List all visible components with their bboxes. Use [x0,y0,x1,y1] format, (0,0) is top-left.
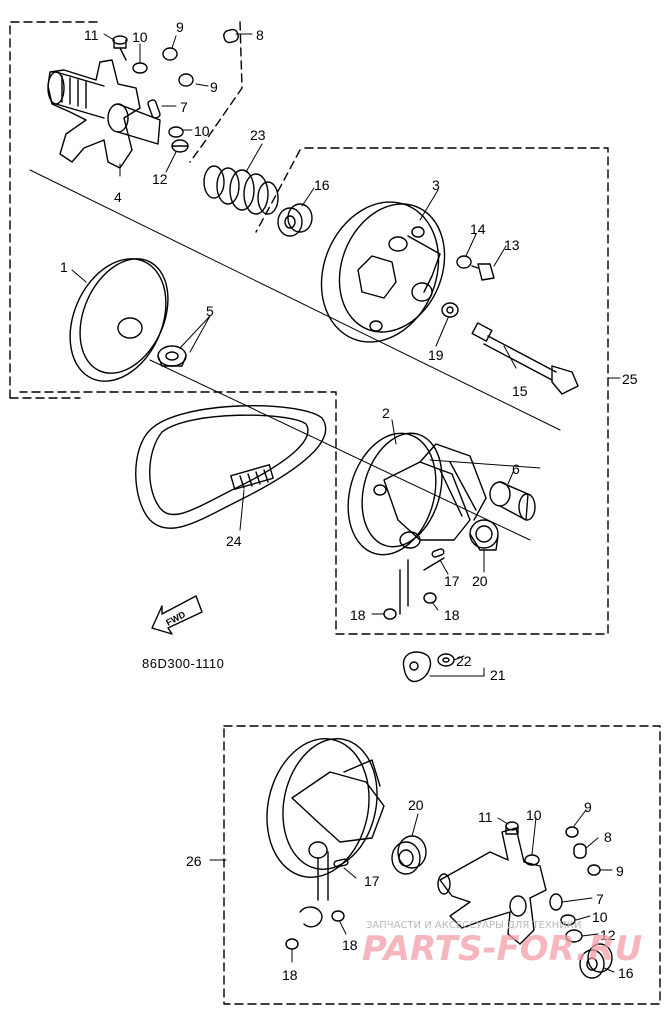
label-12-lower: 12 [600,927,616,943]
label-2: 2 [382,405,390,421]
part-23-spring [203,165,279,215]
label-18-second: 18 [444,607,460,623]
fwd-arrow-icon [151,595,203,635]
watermark: ЗАПЧАСТИ И АКСЕССУАРЫ ДЛЯ ТЕХНИКИ PARTS-… [362,920,642,969]
part-2-movable-sheave [347,432,487,556]
label-1: 1 [60,259,68,275]
callout-labels: 11 10 9 8 9 7 10 12 4 23 16 3 14 13 1 5 … [60,19,638,983]
label-9-lower-second: 9 [616,863,624,879]
watermark-logo: PARTS-FOR.RU [362,929,642,969]
part-10-washers [132,62,184,138]
part-19-washer [441,302,459,318]
label-20: 20 [472,573,488,589]
label-9-lower: 9 [584,799,592,815]
label-11: 11 [84,27,99,43]
label-4: 4 [114,189,122,205]
label-18: 18 [350,607,366,623]
label-12: 12 [152,171,168,187]
part-1-sheave [69,258,169,382]
part-4-spider [47,59,161,169]
label-22: 22 [456,653,472,669]
label-23: 23 [250,127,266,143]
lower-part-11-bolt [505,821,519,835]
label-16-lower: 16 [618,965,634,981]
lower-part-8-pin [573,843,587,859]
label-15: 15 [512,383,528,399]
label-10-lower-second: 10 [592,909,608,925]
lower-part-20-bushing [391,835,427,875]
watermark-caption: ЗАПЧАСТИ И АКСЕССУАРЫ ДЛЯ ТЕХНИКИ [366,920,581,931]
part-5-bearing [157,345,187,367]
label-8-lower: 8 [604,829,612,845]
label-9-second: 9 [210,79,218,95]
part-18-nut [383,559,437,620]
part-20-bushing [469,519,499,551]
label-25: 25 [622,371,638,387]
label-26: 26 [186,853,202,869]
part-7-pin [147,99,161,119]
part-13-bolt [471,263,495,281]
part-21-weight [402,651,432,683]
part-6-collar [489,481,536,521]
label-17-lower: 17 [364,873,380,889]
part-15-bolt [471,322,579,395]
part-9-bushings [162,47,194,87]
label-14: 14 [470,221,486,237]
label-5: 5 [206,303,214,319]
part-22-bushing [437,653,455,667]
label-20-lower: 20 [408,797,424,813]
part-sheave-assembly-26 [266,738,385,901]
label-19: 19 [428,347,444,363]
group-boundary-25 [19,147,609,635]
lower-part-spider [437,827,547,945]
leader-lines-bottom [209,809,615,973]
group-boundary-top-left [9,21,243,399]
label-21: 21 [490,667,506,683]
part-8-pin [223,28,239,44]
label-18-lower-second: 18 [282,967,298,983]
label-8: 8 [256,27,264,43]
label-7: 7 [180,99,188,115]
lower-part-10-washers [524,854,576,926]
lower-part-9-bushings [565,826,601,876]
part-14-washer [456,255,472,269]
label-18-lower: 18 [342,937,358,953]
label-9: 9 [176,19,184,35]
group-boundary-26 [223,725,661,1005]
part-16-bushing [277,203,313,237]
part-24-belt [135,405,327,529]
lower-part-17-pin [333,858,349,868]
label-6: 6 [512,461,520,477]
label-10-lower: 10 [526,807,542,823]
label-24: 24 [226,533,242,549]
part-3-cover [320,201,446,343]
lower-part-16-bushing [579,943,613,979]
label-16: 16 [314,177,330,193]
lower-part-18-nuts [285,906,345,950]
part-17-pin [423,548,445,571]
lower-part-7-ring [549,893,563,911]
part-11-bolt [112,35,128,61]
label-17: 17 [444,573,460,589]
label-13: 13 [504,237,520,253]
label-3: 3 [432,177,440,193]
part-12-cap [171,139,189,153]
label-10-second: 10 [194,123,210,139]
leader-lines-top [71,33,621,677]
part-code: 86D300-1110 [142,656,224,671]
label-7-lower: 7 [596,891,604,907]
label-10: 10 [132,29,148,45]
label-11-lower: 11 [478,809,493,825]
